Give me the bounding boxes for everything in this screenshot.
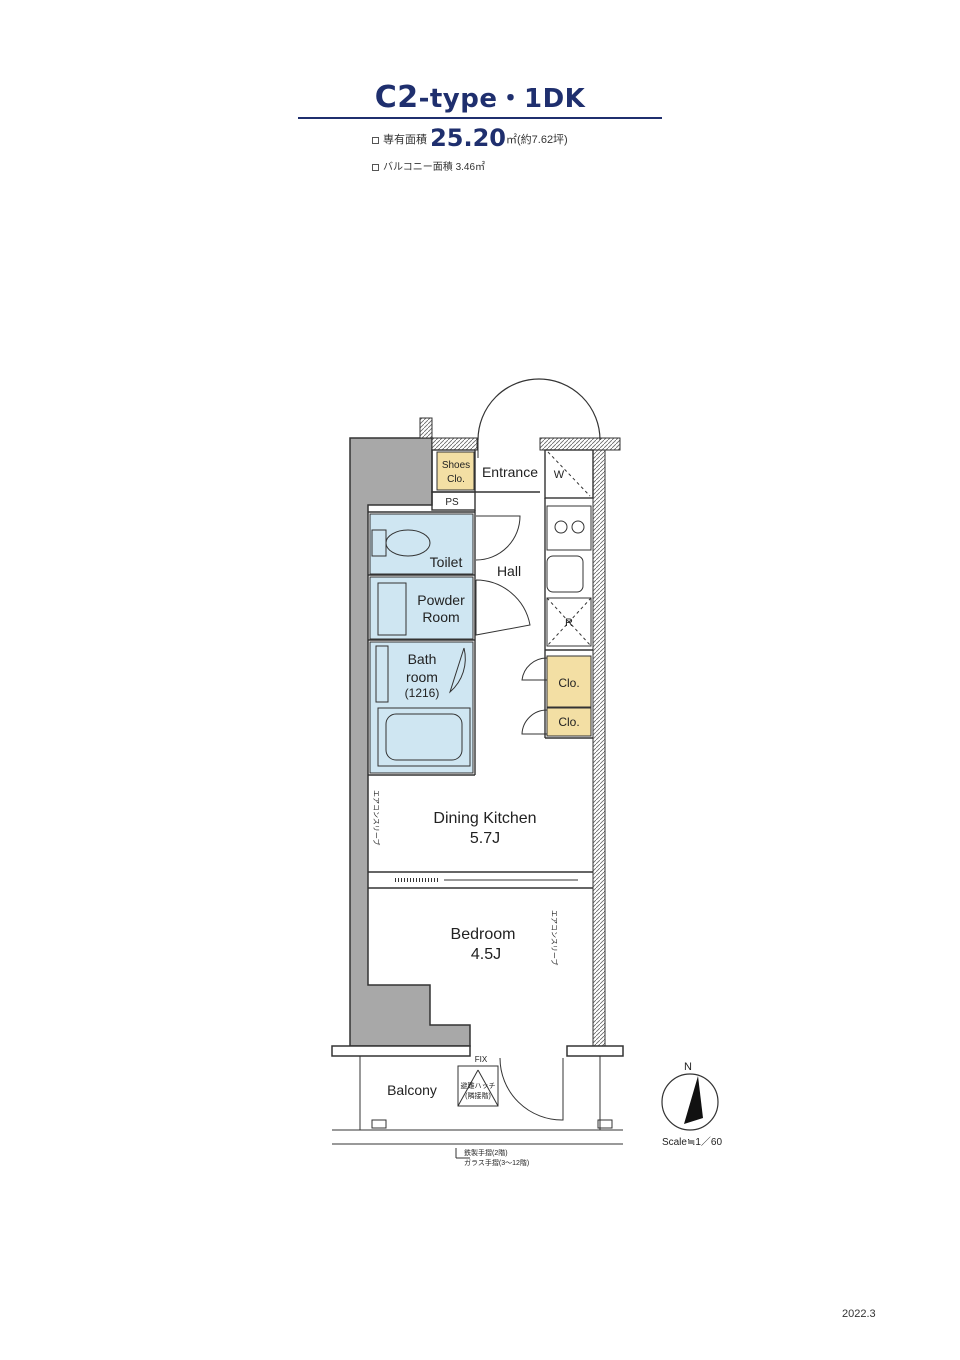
- dining-kitchen-label: Dining Kitchen: [433, 810, 536, 827]
- north-arrow: [661, 1073, 719, 1131]
- revision-date: 2022.3: [842, 1308, 876, 1320]
- fixtures: [371, 451, 592, 767]
- bathroom-size-label: (1216): [405, 686, 440, 700]
- bullet-square-icon: [372, 163, 379, 171]
- washer-space: [547, 451, 591, 497]
- balcony-area-label: バルコニー面積: [383, 162, 453, 173]
- bedroom-label: Bedroom: [451, 926, 516, 943]
- entrance-door-swing: [477, 378, 601, 458]
- closets: [436, 451, 592, 737]
- toilet-icon: [371, 529, 431, 557]
- pipe-space-label: PS: [445, 497, 459, 508]
- title-underline: [298, 117, 662, 119]
- bathroom-label-1: Bath: [408, 651, 437, 667]
- balcony-area-value: 3.46㎡: [455, 162, 486, 173]
- bullet-square-icon: [372, 136, 379, 144]
- balcony-area: [332, 1056, 623, 1159]
- fix-window-label: FIX: [475, 1055, 488, 1064]
- plan-title: C2-type・1DK: [0, 78, 960, 115]
- washer-label: W: [554, 469, 565, 481]
- dining-kitchen-size: 5.7J: [470, 830, 500, 847]
- balcony-label: Balcony: [387, 1082, 437, 1098]
- area-value: 25.20: [430, 124, 506, 152]
- powder-room-label-1: Powder: [417, 592, 465, 608]
- area-label: 専有面積: [383, 134, 427, 146]
- balcony-spec: バルコニー面積 3.46㎡: [372, 158, 485, 173]
- sleeve-note-1: エアコンスリーブ: [372, 790, 381, 845]
- closet-label-2: Clo.: [558, 715, 579, 729]
- closet-label-1: Clo.: [558, 676, 579, 690]
- plan-title-sub: -type・1DK: [418, 84, 586, 114]
- bathroom-label-2: room: [406, 669, 438, 685]
- refrigerator-label: R: [565, 617, 573, 629]
- plan-title-main: C2: [374, 80, 419, 115]
- sink-icon: [546, 555, 584, 593]
- powder-room-label-2: Room: [422, 609, 459, 625]
- handrail-note-1: 鉄製手摺(2階): [464, 1148, 508, 1157]
- hall-label: Hall: [497, 563, 521, 579]
- exterior-walls: [331, 437, 624, 1057]
- bathtub-icon: [375, 645, 471, 767]
- wash-basin-icon: [377, 582, 407, 636]
- escape-hatch-icon: [457, 1065, 499, 1107]
- scale-label: Scale≒1／60: [662, 1136, 723, 1148]
- north-label: N: [684, 1061, 692, 1073]
- escape-hatch-label-1: 避難ハッチ: [461, 1081, 496, 1090]
- area-unit: ㎡: [505, 134, 517, 146]
- shoes-closet-label-1: Shoes: [442, 460, 470, 471]
- handrail-note-2: ガラス手摺(3〜12階): [464, 1158, 529, 1167]
- bedroom-size: 4.5J: [471, 946, 501, 963]
- toilet-label: Toilet: [430, 554, 463, 570]
- interior-doors: [395, 515, 578, 1121]
- refrigerator-space: [546, 597, 592, 647]
- room-labels: Shoes Clo. Entrance W PS Toilet Hall Pow…: [372, 460, 722, 1167]
- escape-hatch-label-2: (隣接階): [465, 1091, 491, 1100]
- shoes-closet-label-2: Clo.: [447, 474, 465, 485]
- stove-icon: [546, 505, 592, 551]
- interior-walls: [368, 449, 594, 889]
- sleeve-note-2: エアコンスリーブ: [550, 910, 559, 965]
- area-tsubo: (約7.62坪): [516, 134, 568, 146]
- area-spec: 専有面積 25.20㎡(約7.62坪): [372, 124, 568, 152]
- entrance-label: Entrance: [482, 464, 538, 480]
